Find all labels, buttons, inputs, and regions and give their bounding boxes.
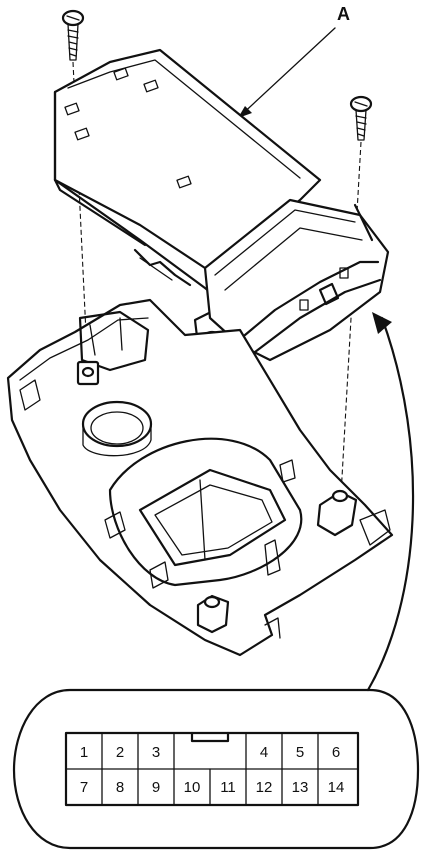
pin-9: 9: [151, 778, 161, 796]
pin-7: 7: [79, 778, 89, 796]
pin-13: 13: [291, 778, 309, 796]
screw-top-left: [61, 9, 85, 61]
screw-top-right: [349, 95, 373, 141]
pin-3: 3: [151, 743, 161, 761]
pin-14: 14: [327, 778, 345, 796]
pin-5: 5: [295, 743, 305, 761]
pin-4: 4: [259, 743, 269, 761]
connector-arrow: [366, 312, 415, 692]
pin-1: 1: [79, 743, 89, 761]
connector-housing: [203, 198, 390, 362]
pin-6: 6: [331, 743, 341, 761]
pin-11: 11: [220, 778, 236, 796]
pin-10: 10: [183, 778, 201, 796]
callout-label-a: A: [337, 4, 350, 24]
pin-2: 2: [115, 743, 125, 761]
pin-8: 8: [115, 778, 125, 796]
console-panel: [6, 298, 394, 657]
connector-detail: [12, 688, 420, 850]
callout-arrow: [237, 27, 336, 119]
pin-12: 12: [255, 778, 273, 796]
